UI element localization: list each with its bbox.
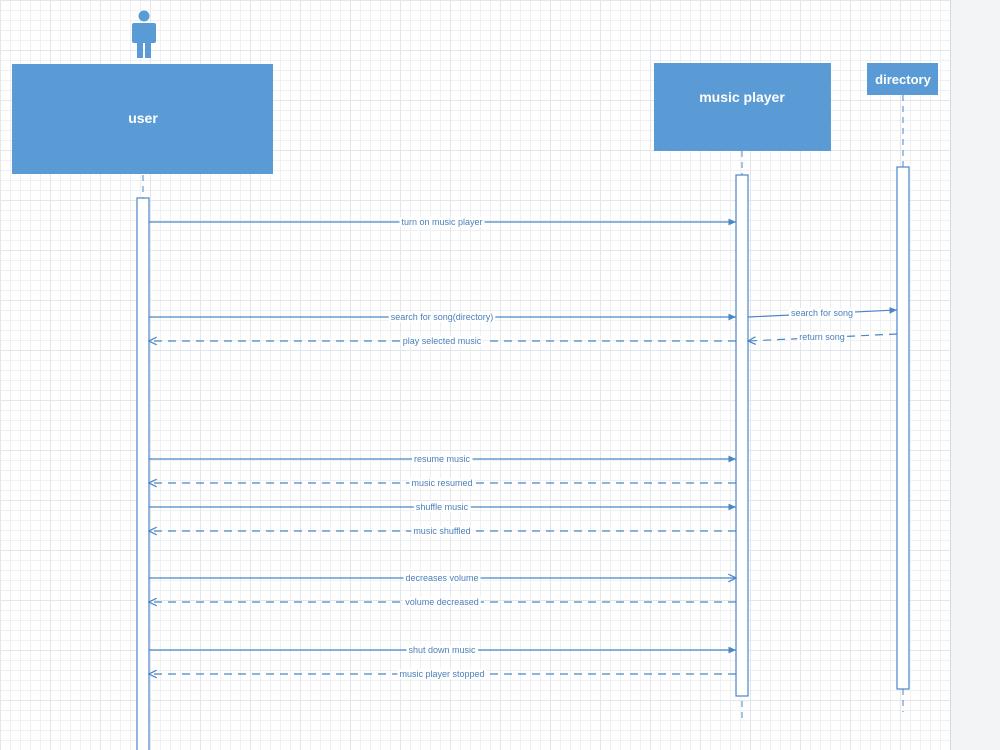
message[interactable]: search for song(directory) (149, 312, 736, 322)
activation-directory[interactable] (896, 166, 910, 690)
participant-directory[interactable]: directory (867, 63, 938, 95)
message[interactable]: decreases volume (149, 573, 736, 583)
message[interactable]: play selected music (149, 336, 736, 346)
message-label: volume decreased (405, 597, 479, 607)
sequence-diagram: user music player directory turn on musi… (12, 10, 938, 750)
participant-music-player-label: music player (699, 89, 785, 105)
message-label: decreases volume (405, 573, 478, 583)
message-label: turn on music player (401, 217, 482, 227)
message[interactable]: turn on music player (149, 217, 736, 227)
participant-user-label: user (128, 110, 158, 126)
message[interactable]: search for song (747, 306, 898, 318)
message[interactable]: music resumed (149, 478, 736, 488)
message-label: music shuffled (413, 526, 470, 536)
message-label: music resumed (411, 478, 472, 488)
message-label: return song (799, 332, 845, 342)
message[interactable]: resume music (149, 454, 736, 464)
message-label: shuffle music (416, 502, 469, 512)
message-label: search for song (791, 308, 853, 318)
activation-music-player[interactable] (735, 174, 749, 697)
message[interactable]: shuffle music (149, 502, 736, 512)
message[interactable]: music player stopped (149, 669, 736, 679)
message[interactable]: music shuffled (149, 526, 736, 536)
side-panel (950, 0, 1000, 750)
person-icon (132, 10, 156, 58)
participant-user[interactable]: user (12, 64, 273, 174)
message-label: music player stopped (399, 669, 484, 679)
participant-music-player[interactable]: music player (654, 63, 831, 151)
message[interactable]: return song (748, 332, 898, 342)
activation-user[interactable] (136, 197, 150, 750)
participant-directory-label: directory (875, 72, 931, 87)
message[interactable]: shut down music (149, 645, 736, 655)
message[interactable]: volume decreased (149, 597, 736, 607)
message-label: play selected music (403, 336, 482, 346)
message-label: shut down music (408, 645, 476, 655)
message-label: search for song(directory) (391, 312, 494, 322)
message-label: resume music (414, 454, 471, 464)
